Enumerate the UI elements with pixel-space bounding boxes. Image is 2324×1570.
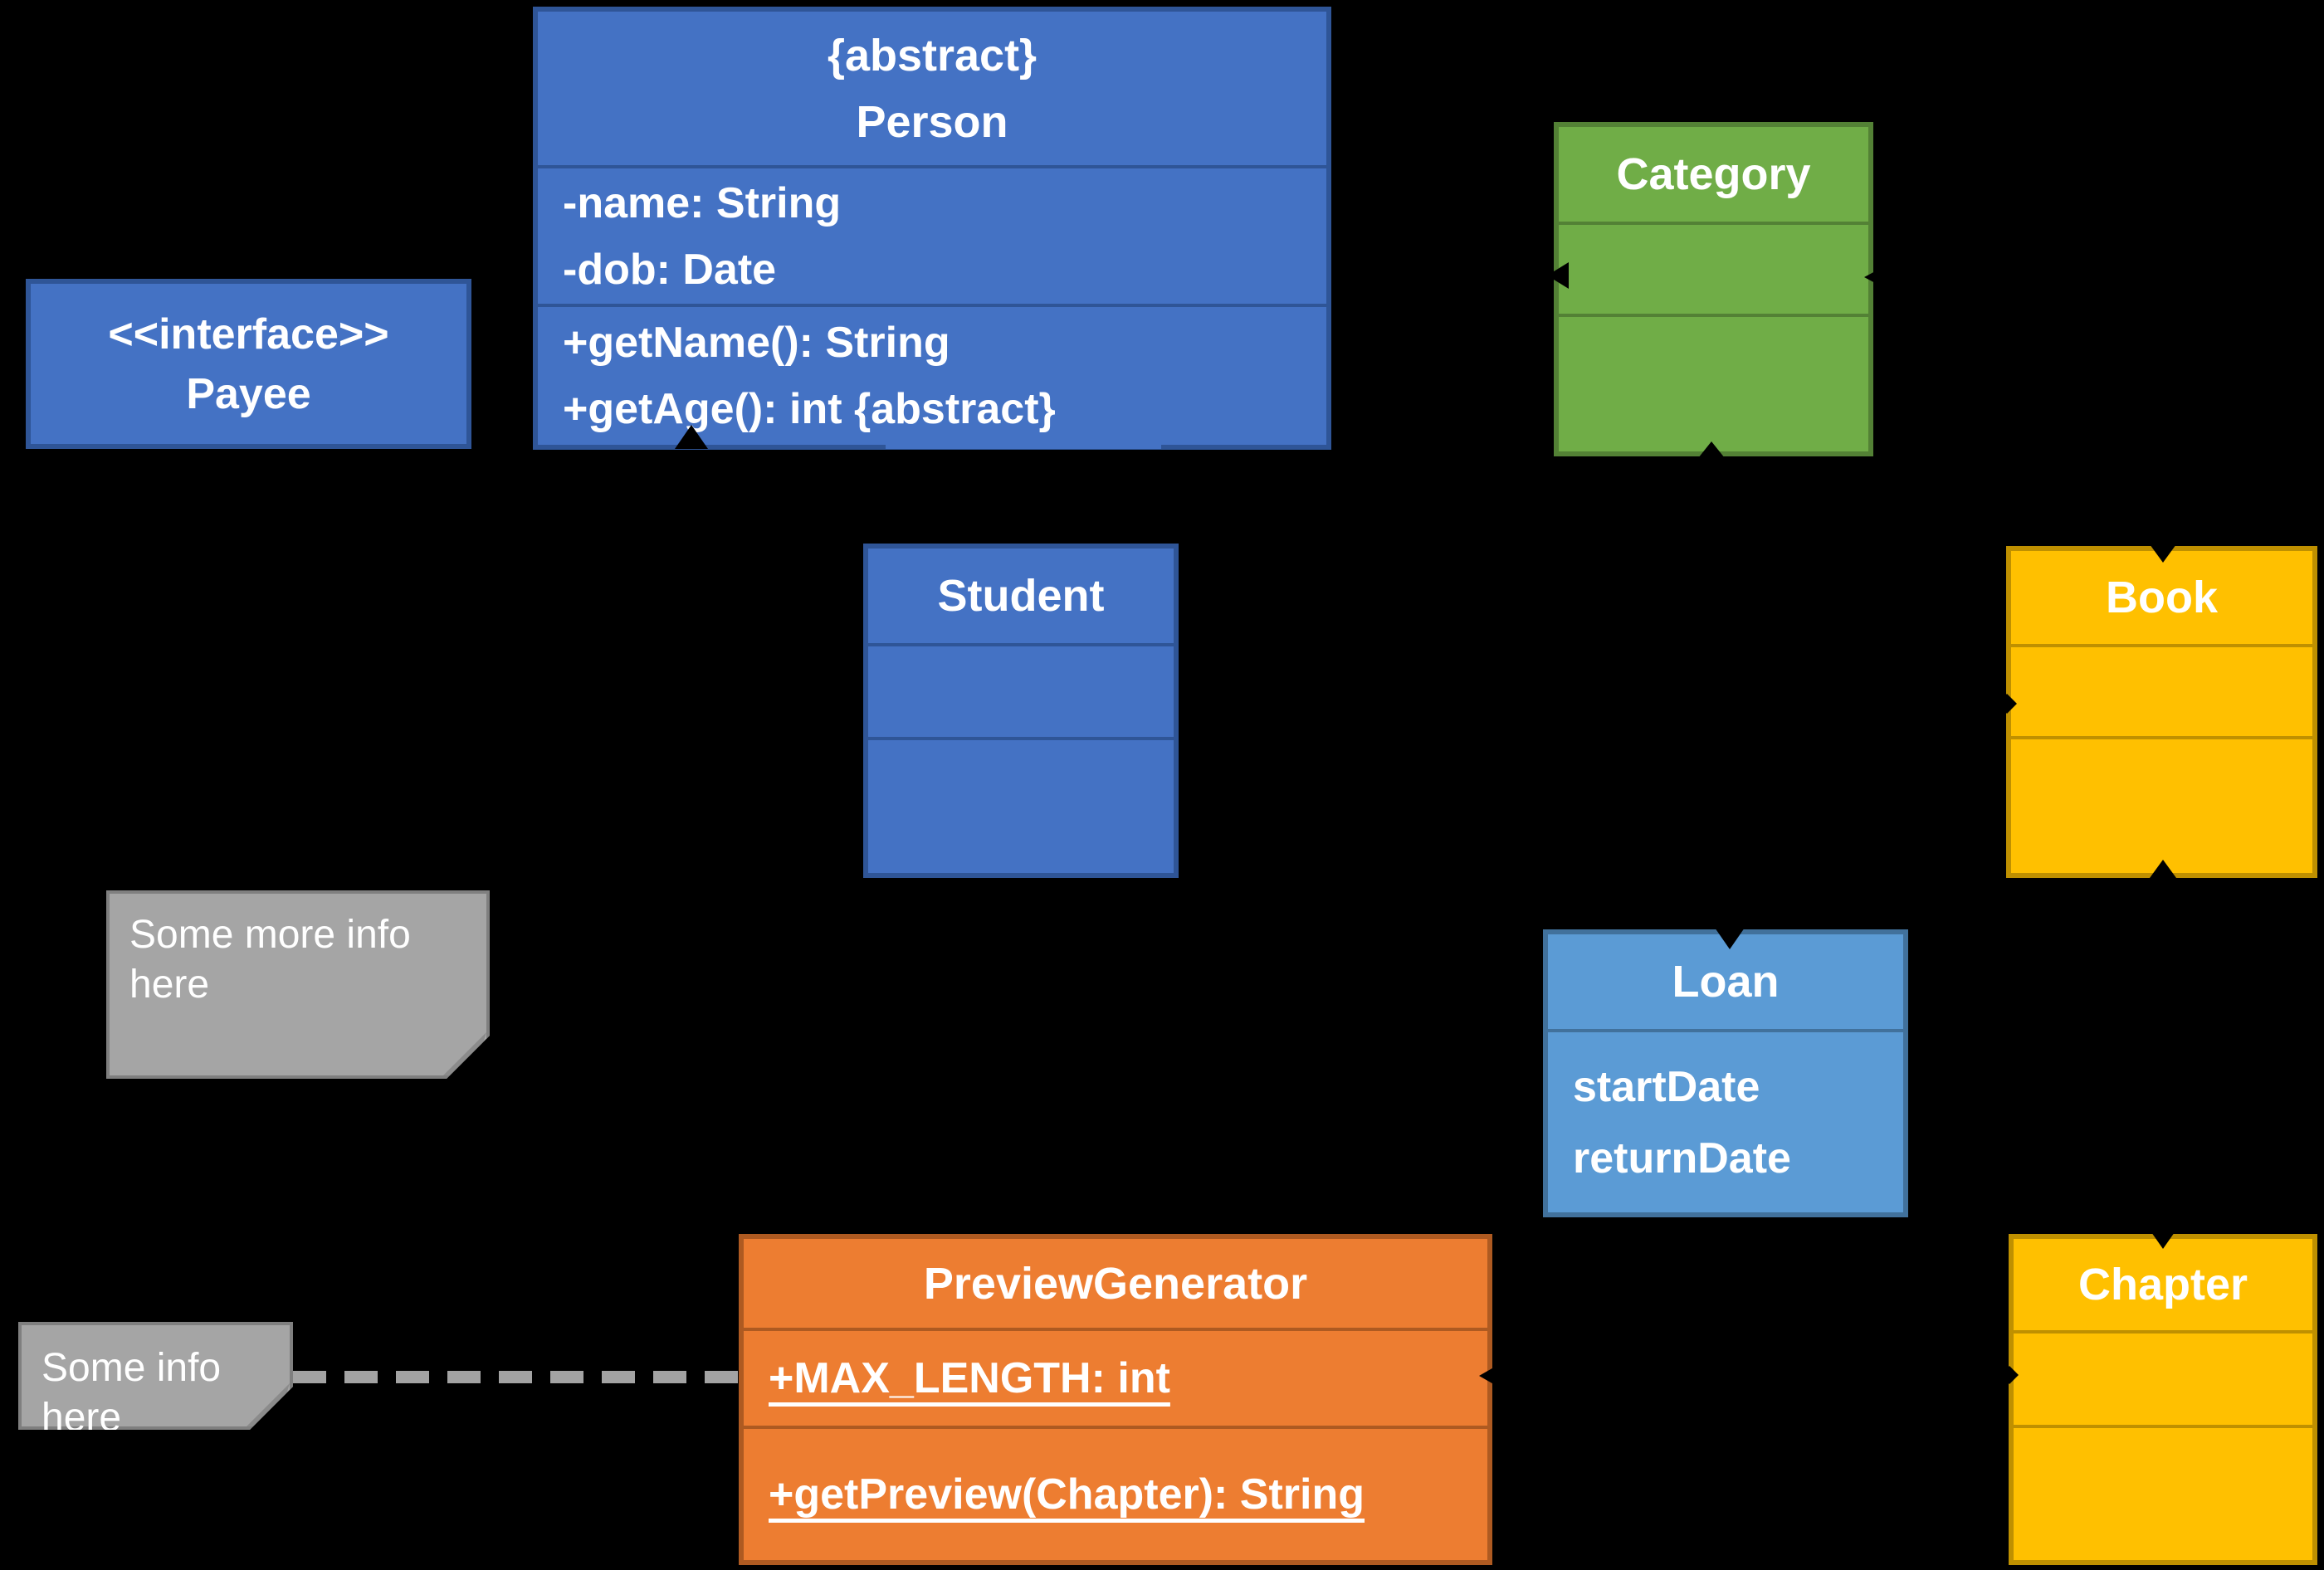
book-attributes	[2011, 644, 2312, 736]
preview-generator-attributes: +MAX_LENGTH: int	[744, 1328, 1487, 1426]
book-name: Book	[2106, 573, 2218, 622]
folded-corner-icon	[247, 1383, 290, 1426]
loan-attributes: startDate returnDate	[1548, 1029, 1903, 1212]
note-text: Some more info here	[129, 913, 411, 1007]
person-methods: +getName(): String +getAge(): int {abstr…	[538, 304, 1326, 445]
arrowhead-notch	[2000, 1366, 2019, 1384]
student-name: Student	[937, 571, 1105, 621]
class-box-chapter[interactable]: Chapter	[2009, 1234, 2317, 1565]
loan-name: Loan	[1672, 957, 1780, 1007]
category-methods	[1559, 314, 1868, 451]
class-box-payee[interactable]: <<interface>> Payee	[26, 279, 471, 449]
note-some-more-info[interactable]: Some more info here	[106, 890, 490, 1079]
loan-attribute: startDate	[1573, 1062, 1760, 1111]
class-box-student[interactable]: Student	[863, 544, 1179, 878]
person-method: +getName(): String	[563, 319, 950, 367]
student-attributes	[868, 643, 1174, 737]
note-text: Some info here	[42, 1346, 222, 1440]
preview-generator-static-attribute: +MAX_LENGTH: int	[769, 1354, 1170, 1402]
chapter-attributes	[2014, 1330, 2312, 1425]
book-methods	[2011, 736, 2312, 873]
class-box-loan[interactable]: Loan startDate returnDate	[1543, 929, 1908, 1217]
class-box-person[interactable]: {abstract} Person -name: String -dob: Da…	[533, 7, 1331, 450]
person-attribute: -dob: Date	[563, 245, 777, 294]
chapter-methods	[2014, 1425, 2312, 1560]
person-attribute: -name: String	[563, 178, 842, 227]
person-stereotype: {abstract}	[827, 30, 1038, 80]
folded-corner-icon	[443, 1032, 486, 1075]
payee-stereotype: <<interface>>	[108, 310, 389, 358]
generalization-arrow-base	[886, 438, 1161, 449]
preview-generator-static-method: +getPreview(Chapter): String	[769, 1470, 1365, 1519]
class-box-preview-generator[interactable]: PreviewGenerator +MAX_LENGTH: int +getPr…	[739, 1234, 1492, 1565]
category-name: Category	[1616, 149, 1811, 199]
person-method: +getAge(): int {abstract}	[563, 385, 1056, 433]
class-box-category[interactable]: Category	[1554, 122, 1873, 456]
payee-name: Payee	[186, 369, 311, 418]
note-some-info[interactable]: Some info here	[18, 1322, 293, 1430]
chapter-name: Chapter	[2077, 1260, 2248, 1309]
person-name: Person	[856, 96, 1008, 147]
category-attributes	[1559, 222, 1868, 314]
preview-generator-methods: +getPreview(Chapter): String	[744, 1426, 1487, 1560]
person-attributes: -name: String -dob: Date	[538, 165, 1326, 304]
dashed-note-connector[interactable]	[293, 1371, 739, 1383]
loan-attribute: returnDate	[1573, 1134, 1791, 1182]
student-methods	[868, 737, 1174, 873]
preview-generator-name: PreviewGenerator	[923, 1258, 1308, 1309]
class-box-book[interactable]: Book	[2006, 546, 2317, 878]
